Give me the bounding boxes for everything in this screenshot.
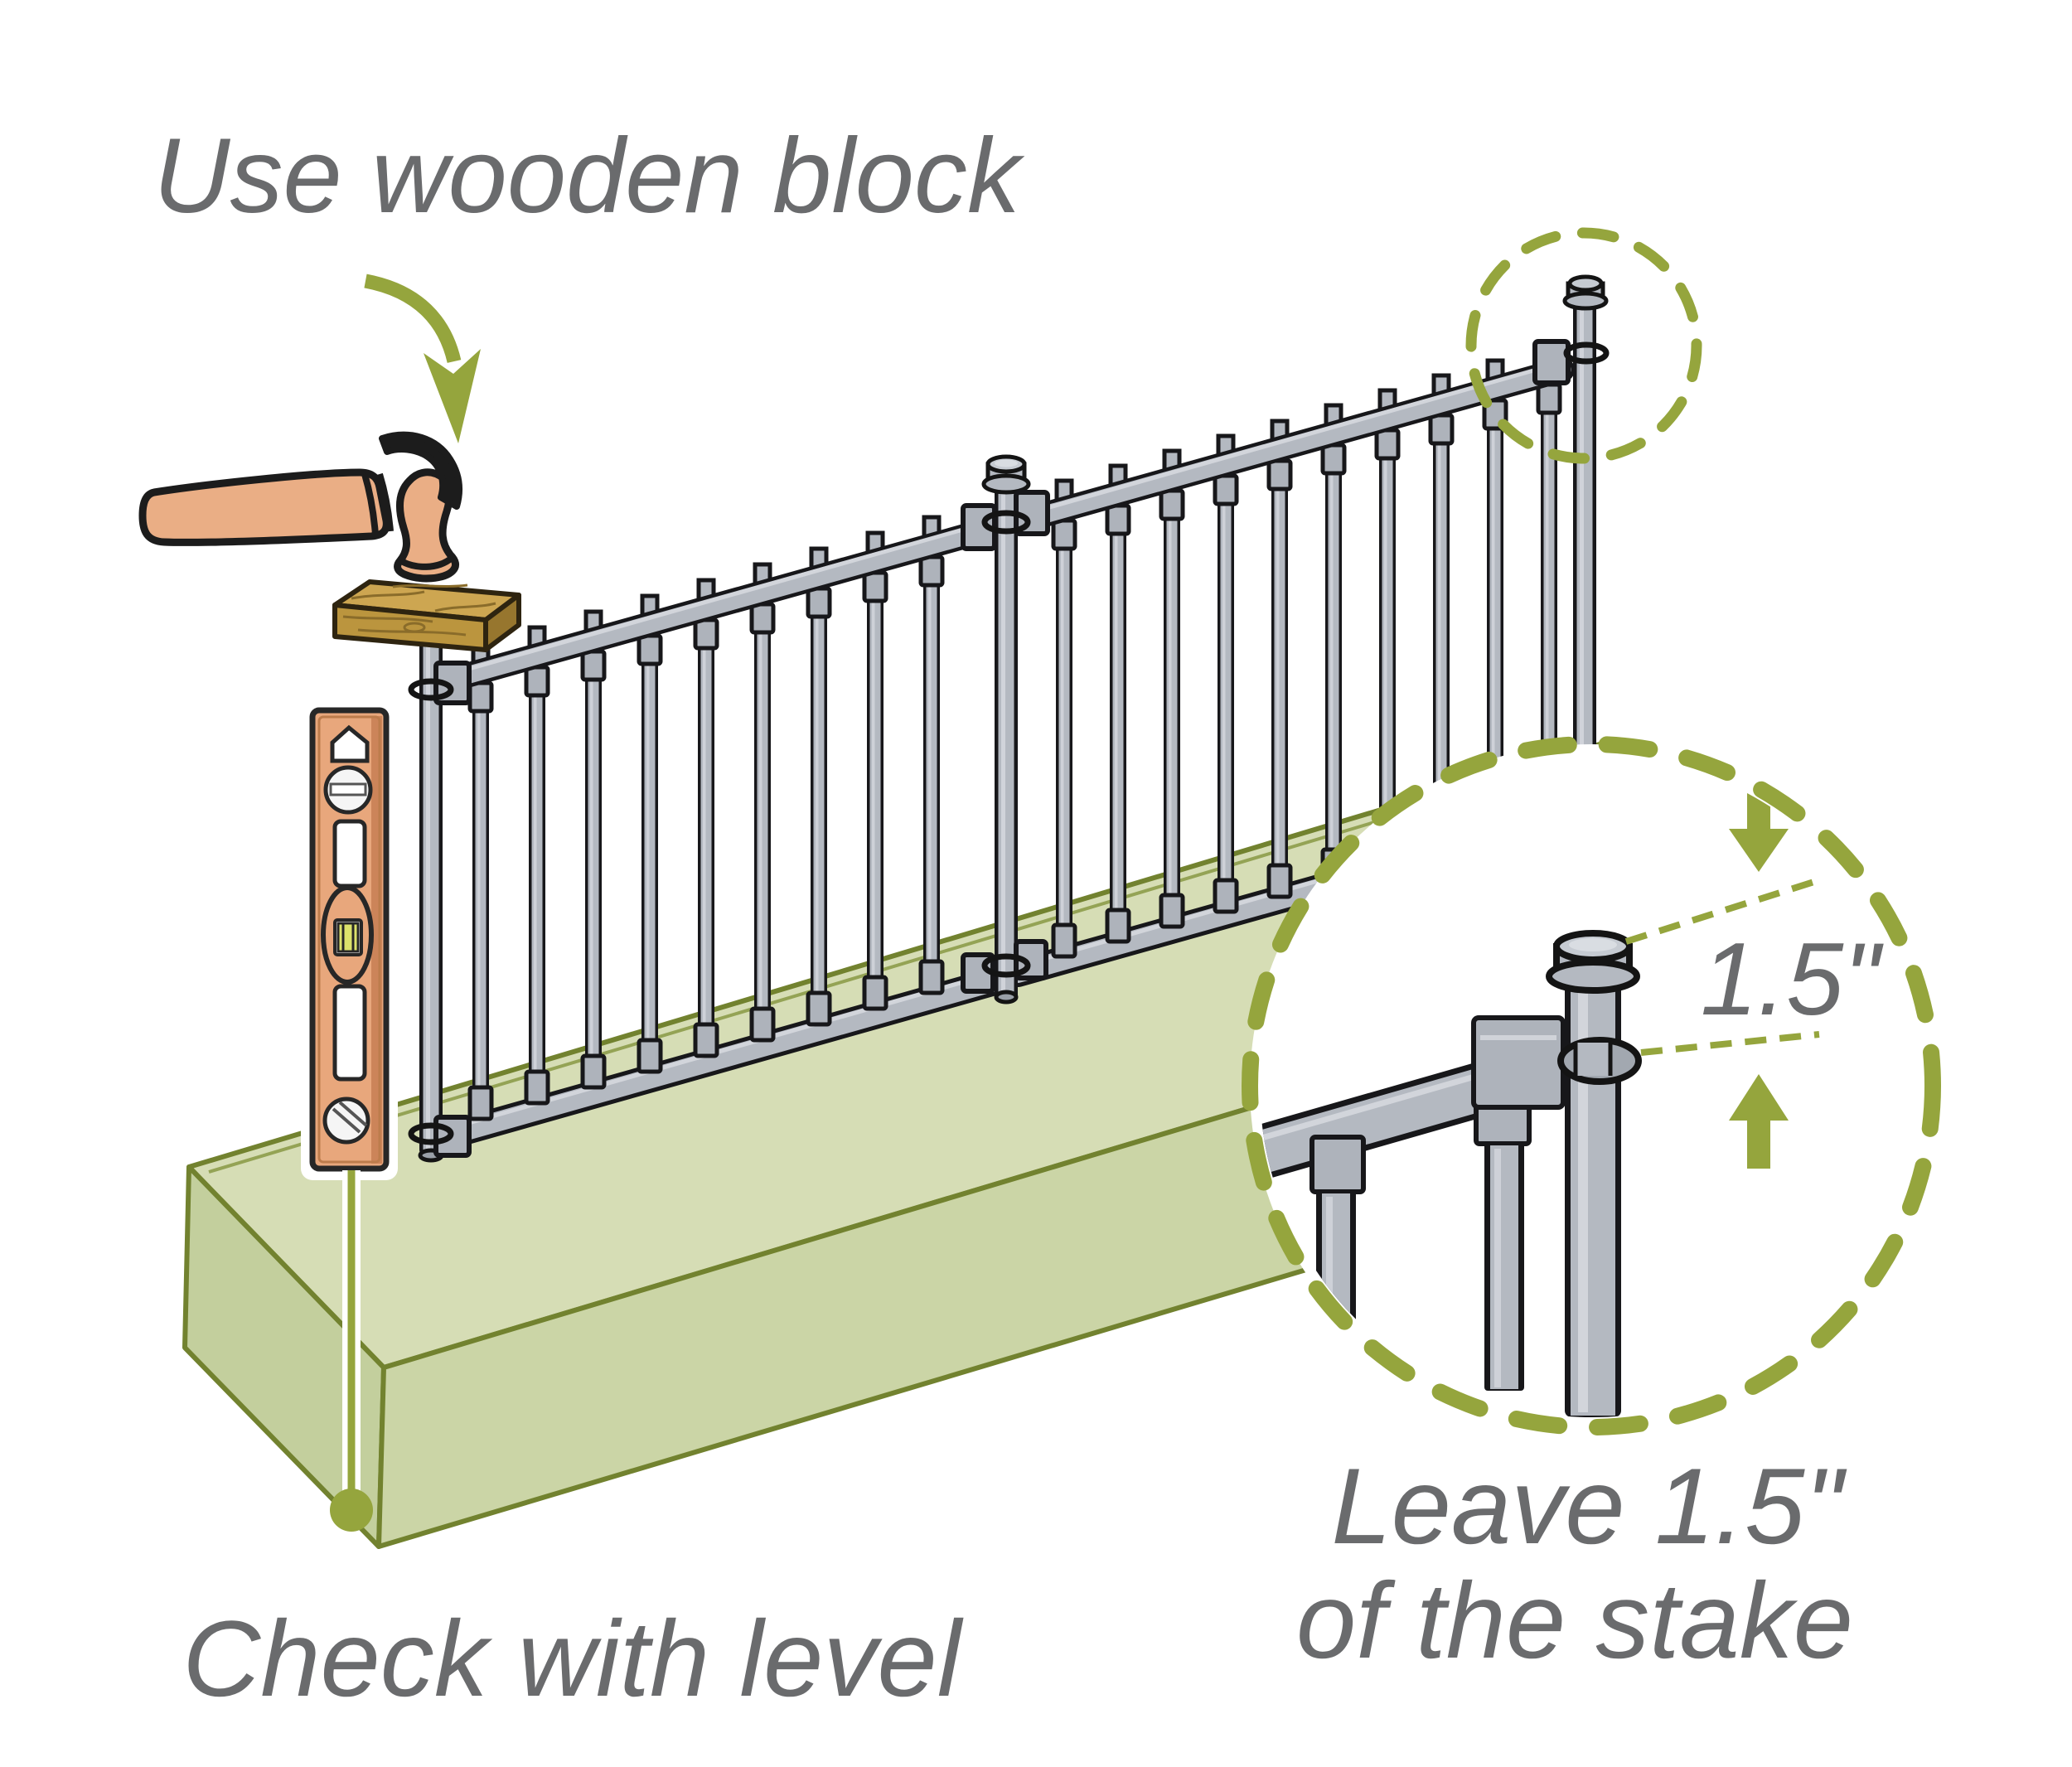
bottom-rail-left (442, 971, 1005, 1145)
hammer-handle (138, 468, 390, 546)
ring-right-top (1563, 341, 1610, 365)
detail-cap-sheen (1569, 938, 1617, 951)
top-rail-left-highlight (452, 519, 995, 675)
hammer-ferrule (361, 472, 394, 535)
block-front-face (332, 603, 488, 652)
stake-callout-line2: of the stake (1296, 1560, 1853, 1681)
stake-middle-highlight (1001, 489, 1005, 995)
railing-bottom-rail (433, 842, 1448, 1158)
detail-ring-tube-overlap (1576, 1043, 1610, 1076)
baluster (1269, 421, 1290, 898)
stake-right-cap-top (1567, 274, 1604, 293)
baluster (921, 517, 942, 995)
stake-callout-line1: Leave 1.5" (1331, 1445, 1847, 1566)
level-bottom-vial-hatch (332, 1101, 368, 1134)
baluster (1053, 481, 1075, 958)
stake-right-body (1576, 306, 1593, 753)
detail-rail (1260, 1064, 1515, 1180)
ring-top-left (408, 678, 454, 701)
hammer-icon (138, 431, 463, 583)
top-rail-right (1009, 361, 1571, 531)
baluster (695, 580, 717, 1058)
stake-middle-body (998, 487, 1014, 997)
stake-middle-cap-sheen (995, 459, 1018, 467)
ring-mid-top (981, 510, 1031, 535)
block-grain-top (351, 583, 496, 612)
baluster (1215, 436, 1237, 913)
highlight-circle (1465, 227, 1702, 464)
top-rail-right-highlight (1018, 361, 1562, 518)
detail-rail-highlight (1260, 1068, 1495, 1147)
detail-baluster-mid-highlight (1494, 1149, 1501, 1387)
baluster (470, 643, 491, 1121)
block-knot (403, 622, 426, 633)
baluster (1107, 466, 1129, 943)
railing-top-rail (433, 339, 1575, 705)
ring-mid-bottom (981, 953, 1031, 978)
detail-baluster-left-sleeve (1310, 1135, 1366, 1194)
detail-cap-flange (1546, 959, 1640, 994)
callout-dot (330, 1489, 373, 1532)
hammer-claw (379, 431, 463, 510)
baluster (752, 564, 773, 1042)
stake-right (1562, 274, 1609, 756)
stake-middle-bottom-end (994, 990, 1019, 1005)
baluster (808, 549, 830, 1026)
level-center-vial (336, 922, 360, 953)
stake-left-highlight (426, 632, 430, 1152)
stake-left-body (423, 629, 439, 1155)
zoom-detail: 1.5" (1242, 736, 1941, 1435)
detail-stake-highlight (1578, 985, 1588, 1412)
stake-middle-cap-flange (981, 473, 1031, 495)
stake-left (418, 627, 444, 1163)
baluster (583, 612, 604, 1089)
ring-bottom-left (408, 1122, 454, 1145)
stake-right-highlight (1580, 308, 1584, 751)
detail-bracket (1471, 1015, 1566, 1110)
curved-arrow-shaft (364, 274, 462, 364)
down-arrow-head (1729, 829, 1789, 872)
curved-arrow-icon (364, 274, 481, 443)
level-inner-frame (317, 715, 381, 1164)
top-rail-right-bracket (1532, 339, 1571, 385)
baluster (864, 533, 886, 1010)
level-top-window (330, 724, 370, 763)
detail-measurement-label: 1.5" (1701, 922, 1884, 1037)
baluster (1377, 390, 1398, 868)
stake-middle (961, 454, 1050, 1005)
detail-leader-lower (1640, 1031, 1820, 1056)
level-slot-upper (332, 819, 367, 888)
rail-eyelet-rings (408, 341, 1610, 1145)
title-label: Use wooden block (153, 117, 1025, 235)
up-arrow-icon (1729, 1074, 1789, 1169)
detail-circle-dashed-border (1242, 736, 1941, 1435)
hammer-face-line (398, 554, 454, 570)
baluster (639, 596, 661, 1073)
level-callout-label: Check with level (182, 1598, 963, 1719)
curved-arrow-head (424, 349, 481, 443)
level-top-vial-slot (329, 782, 367, 796)
detail-ring-tube-edges (1573, 1043, 1613, 1076)
up-arrow-shaft (1747, 1121, 1770, 1169)
up-arrow-head (1729, 1074, 1789, 1121)
baluster (1161, 451, 1183, 928)
stake-right-cap-flange (1562, 291, 1609, 311)
baluster (1323, 405, 1344, 883)
spirit-level-icon (301, 699, 398, 1180)
baluster (526, 627, 548, 1105)
level-slot-lower (332, 984, 367, 1082)
level-vial-marks (341, 923, 355, 951)
wooden-block-icon (332, 579, 521, 652)
top-rail-left (443, 519, 1004, 689)
level-callout-line (330, 1170, 373, 1532)
